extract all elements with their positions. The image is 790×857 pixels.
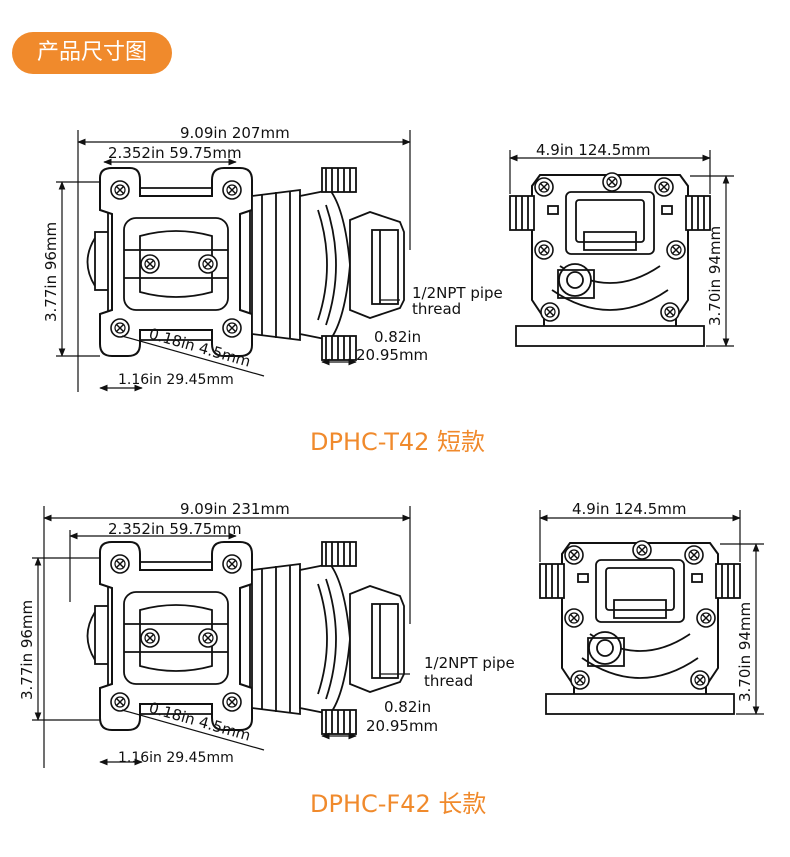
section-badge: 产品尺寸图 <box>12 32 172 74</box>
model-2-port-in: 0.82in <box>384 698 431 716</box>
model-1-mount-spacing: 2.352in 59.75mm <box>108 144 242 162</box>
model-2-side-view <box>86 541 405 735</box>
model-2-thread-2: thread <box>424 672 473 690</box>
model-1-front-width: 4.9in 124.5mm <box>536 141 650 159</box>
model-2-thread: 1/2NPT pipe <box>424 654 515 672</box>
model-1-port-mm: 20.95mm <box>356 346 428 364</box>
model-2-front-height: 3.70in 94mm <box>736 602 754 702</box>
model-1-foot: 1.16in 29.45mm <box>118 372 234 388</box>
model-1-port-in: 0.82in <box>374 328 421 346</box>
model-2-port-mm: 20.95mm <box>366 717 438 735</box>
model-1-front-height: 3.70in 94mm <box>706 226 724 326</box>
model-2-foot: 1.16in 29.45mm <box>118 750 234 766</box>
model-2-height: 3.77in 96mm <box>18 600 36 700</box>
model-2-front-width: 4.9in 124.5mm <box>572 500 686 518</box>
model-2-dimension-lines <box>32 506 411 768</box>
model-1-thread-2: thread <box>412 300 461 318</box>
model-2-front-view <box>539 540 741 715</box>
model-2-title: DPHC-F42 长款 <box>310 790 487 818</box>
model-1-height: 3.77in 96mm <box>42 222 60 322</box>
model-1-front-view <box>509 172 711 347</box>
model-2-mount-spacing: 2.352in 59.75mm <box>108 520 242 538</box>
model-1-overall-length: 9.09in 207mm <box>180 124 290 142</box>
model-1-dimension-lines <box>56 130 411 392</box>
model-2-overall-length: 9.09in 231mm <box>180 500 290 518</box>
model-1-thread: 1/2NPT pipe <box>412 284 503 302</box>
model-1-side-view <box>86 167 405 361</box>
model-1-title: DPHC-T42 短款 <box>310 428 486 456</box>
